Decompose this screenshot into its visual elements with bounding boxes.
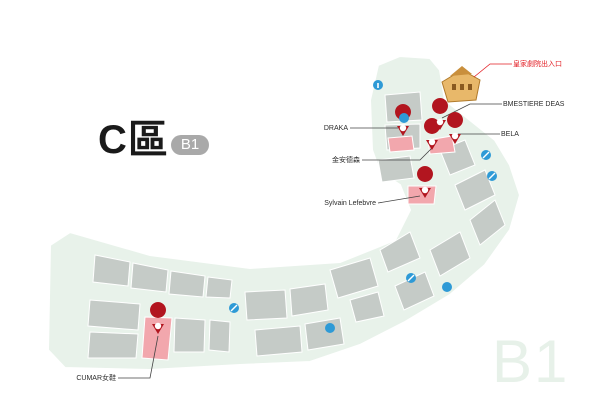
escalator-icon[interactable] (406, 273, 416, 283)
theatre-building-icon (441, 66, 481, 103)
store-label-sylvain[interactable]: Sylvain Lefebvre (324, 200, 376, 207)
floor-watermark: B1 (492, 328, 570, 395)
escalator-icon[interactable] (229, 303, 239, 313)
escalator-icon[interactable] (487, 171, 497, 181)
pin-sylvain[interactable] (417, 166, 434, 198)
pin-cumar[interactable] (150, 302, 167, 334)
floor-badge: B1 (171, 135, 209, 155)
pin-bela[interactable] (447, 112, 464, 144)
store-label-bela[interactable]: BELA (501, 131, 519, 138)
facility-icons (229, 80, 497, 333)
landmark-label[interactable]: 皇家劇院出入口 (513, 61, 562, 68)
store-label-cumar[interactable]: CUMAR女鞋 (76, 375, 116, 382)
store-blocks (87, 91, 506, 359)
store-label-jinan[interactable]: 金安德森 (332, 157, 360, 164)
elevator-icon[interactable] (399, 113, 409, 123)
store-label-bmestiere[interactable]: BMESTIERE DEAS (503, 101, 565, 108)
store-label-draka[interactable]: DRAKA (323, 125, 348, 132)
pin-holes (154, 118, 459, 330)
info-icon[interactable] (373, 80, 383, 90)
restroom-icon[interactable] (325, 323, 335, 333)
pin-jinan[interactable] (424, 118, 441, 150)
elevator-icon[interactable] (442, 282, 452, 292)
zone-title: C區 (98, 118, 169, 162)
escalator-icon[interactable] (481, 150, 491, 160)
